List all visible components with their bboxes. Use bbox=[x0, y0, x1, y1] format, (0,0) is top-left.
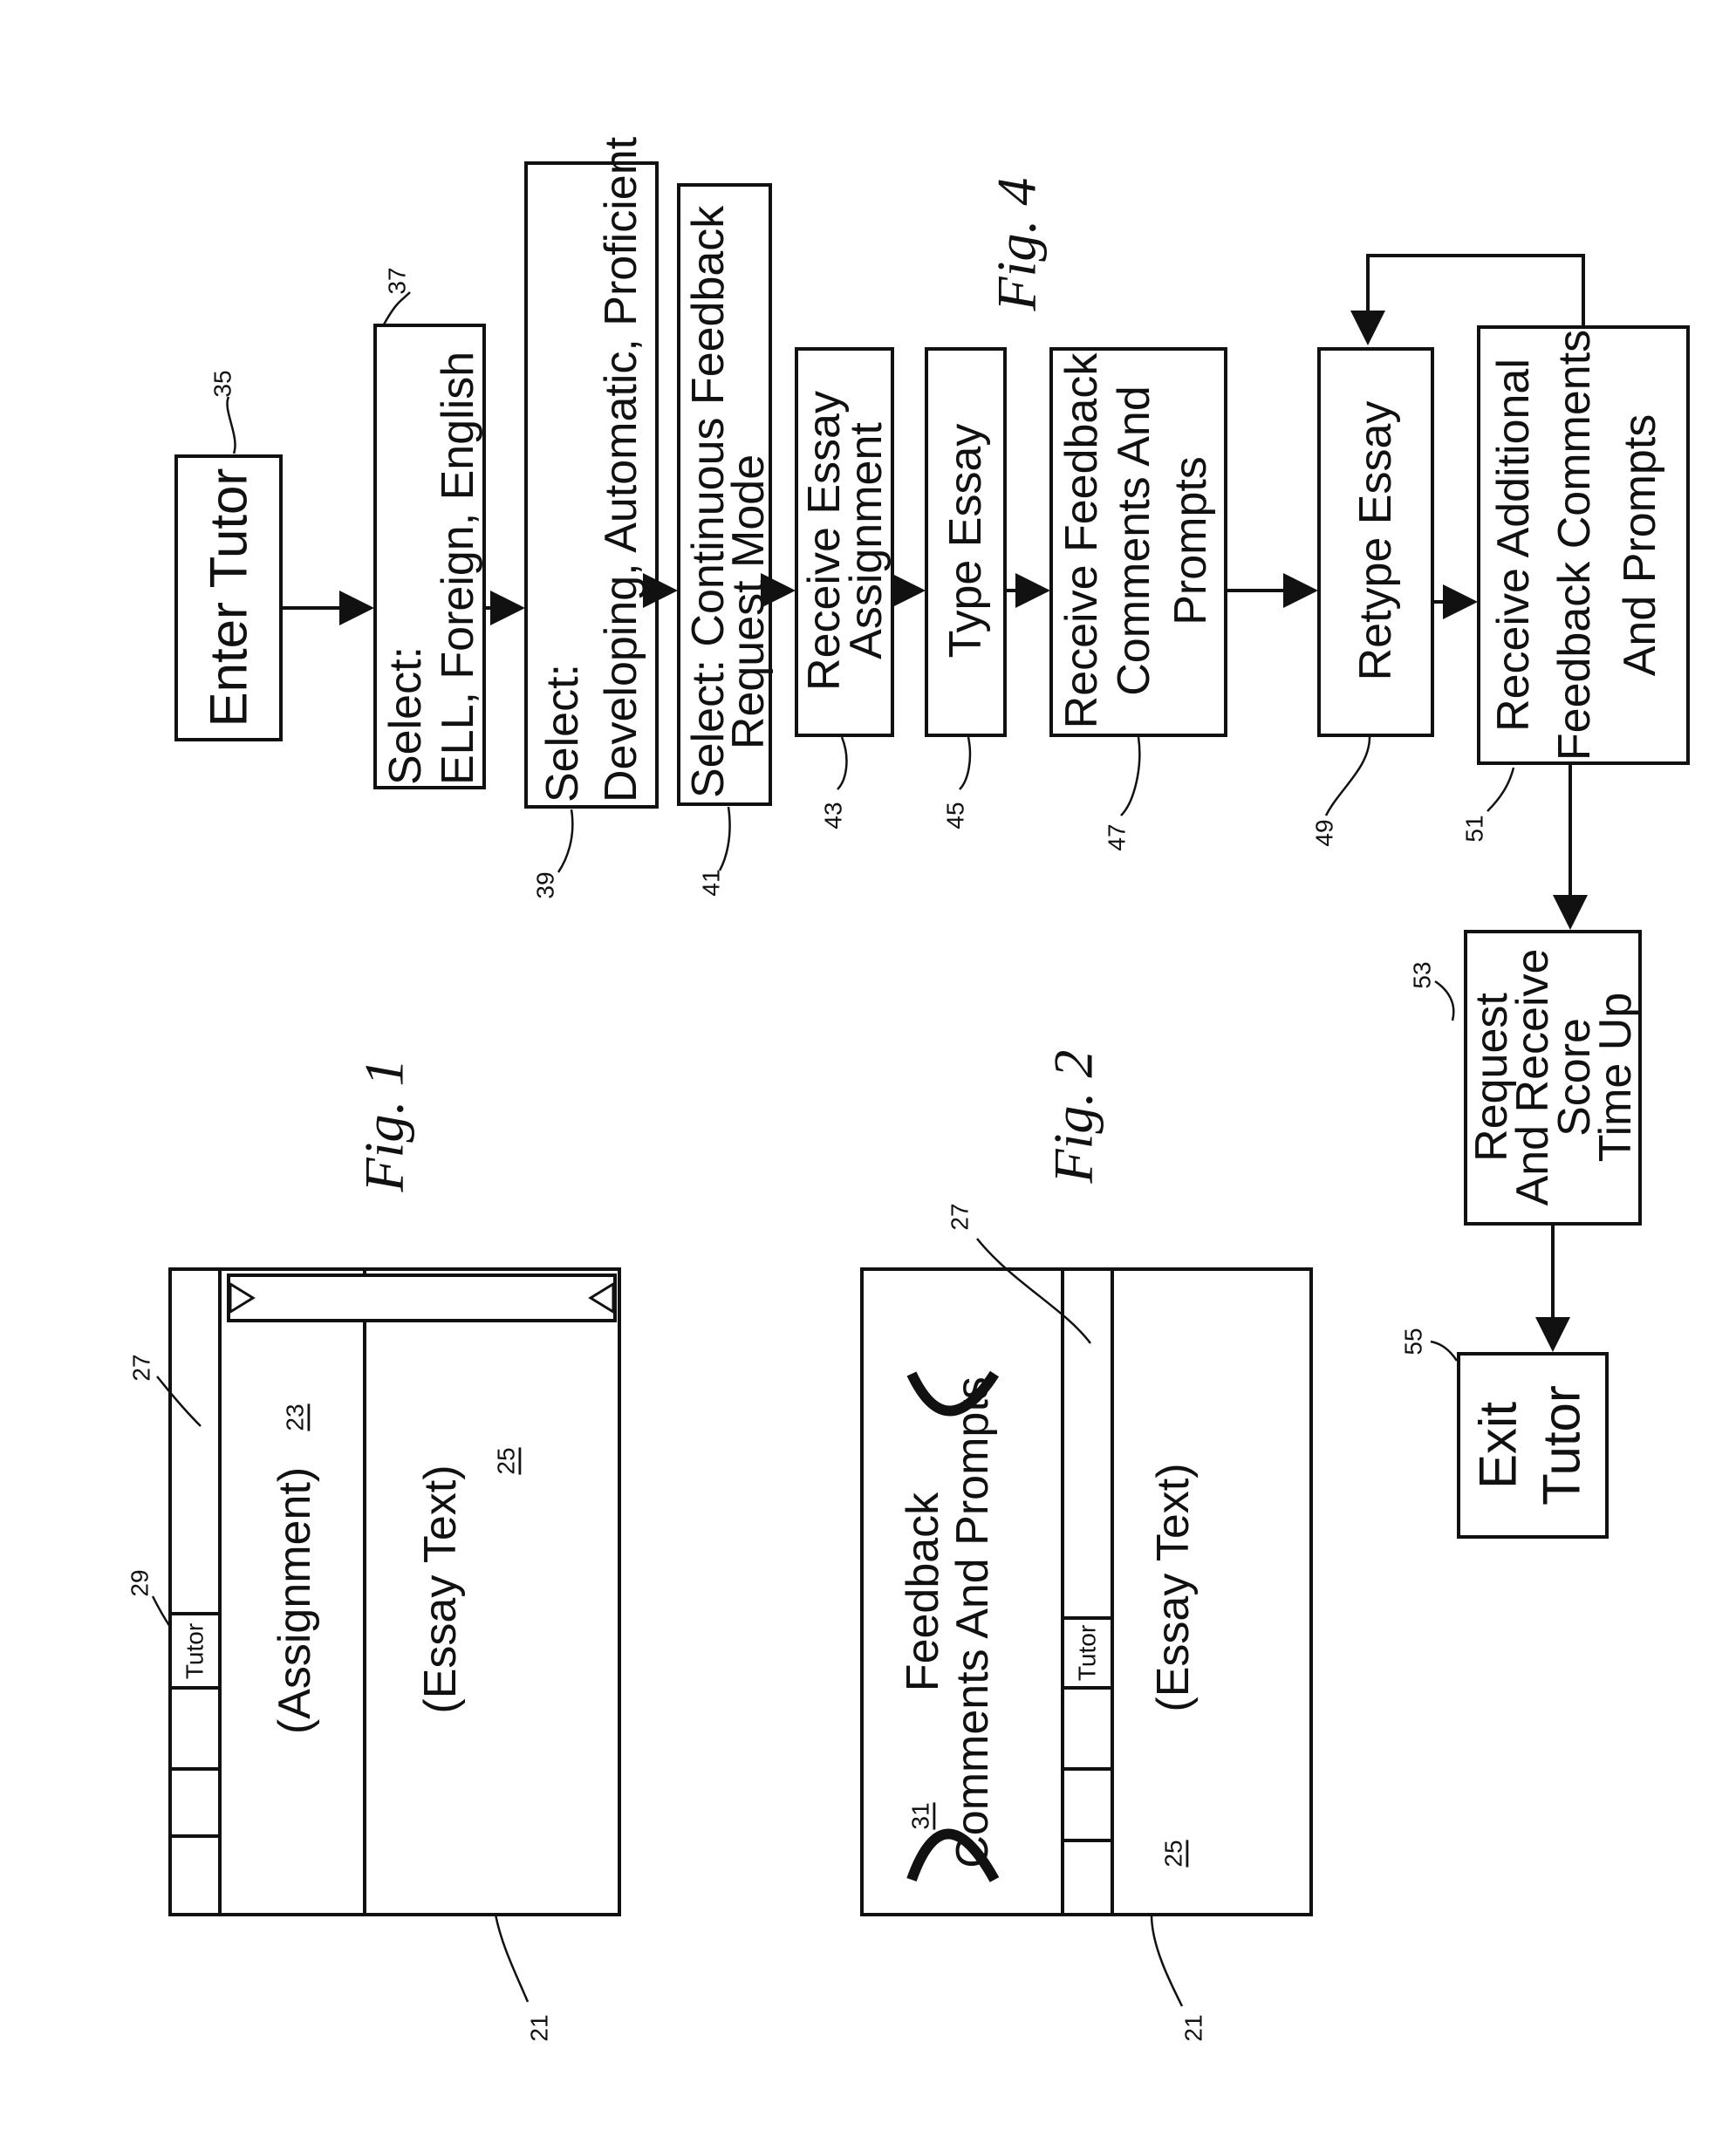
step-request-score-line4: Time Up bbox=[1590, 993, 1641, 1163]
fig1-essay-label: (Essay Text) bbox=[415, 1465, 466, 1713]
step-receive-additional-feedback-line1: Receive Additional bbox=[1488, 358, 1539, 732]
step-enter-tutor-ref: 35 bbox=[209, 370, 236, 397]
step-type-essay: Type Essay 45 bbox=[926, 349, 1005, 830]
step-enter-tutor-label: Enter Tutor bbox=[200, 468, 258, 727]
step-receive-feedback-line3: Prompts bbox=[1165, 456, 1216, 625]
fig2-label: Fig. 2 bbox=[1042, 1050, 1104, 1185]
fig2-window-ref: 21 bbox=[1180, 2014, 1207, 2041]
fig2-essay-ref: 25 bbox=[1160, 1840, 1187, 1867]
fig2-toolbar-ref: 27 bbox=[947, 1203, 974, 1230]
step-select-level: Select: Developing, Automatic, Proficien… bbox=[526, 136, 657, 898]
step-request-score-ref: 53 bbox=[1409, 961, 1436, 988]
fig1-tutor-ref: 29 bbox=[126, 1569, 154, 1596]
fig1-scrollbar bbox=[229, 1275, 615, 1321]
step-exit-tutor-line2: Tutor bbox=[1533, 1385, 1591, 1506]
fig2-feedback-line1: Feedback bbox=[898, 1492, 948, 1691]
step-retype-essay-ref: 49 bbox=[1311, 819, 1338, 846]
step-retype-essay: Retype Essay 49 bbox=[1311, 349, 1433, 847]
step-select-language: Select: ELL, Foreign, English 37 bbox=[375, 267, 484, 788]
step-receive-assignment-line2: Assignment bbox=[841, 422, 892, 659]
fig1-assignment-ref: 23 bbox=[282, 1403, 309, 1431]
step-retype-essay-label: Retype Essay bbox=[1350, 401, 1401, 681]
step-select-language-line1: Select: bbox=[380, 646, 431, 785]
step-receive-additional-feedback-ref: 51 bbox=[1461, 815, 1488, 842]
fig1-tutor-button-label: Tutor bbox=[181, 1623, 208, 1679]
fig2-feedback-line2: Comments And Prompts bbox=[947, 1376, 998, 1868]
step-receive-assignment-ref: 43 bbox=[820, 802, 847, 829]
step-exit-tutor: Exit Tutor 55 bbox=[1400, 1328, 1608, 1537]
step-receive-feedback-line1: Receive Feedback bbox=[1056, 352, 1107, 729]
fig4-label: Fig. 4 bbox=[986, 178, 1048, 312]
fig1-label: Fig. 1 bbox=[353, 1059, 415, 1193]
step-receive-additional-feedback: Receive Additional Feedback Comments And… bbox=[1461, 327, 1689, 843]
fig2-tutor-button-label: Tutor bbox=[1074, 1625, 1101, 1681]
step-type-essay-ref: 45 bbox=[942, 802, 969, 829]
step-select-feedback-mode: Select: Continuous Feedback Request Mode… bbox=[679, 185, 774, 897]
fig2-feedback-ref: 31 bbox=[907, 1802, 934, 1829]
fig1-window-ref: 21 bbox=[526, 2014, 553, 2041]
step-receive-assignment: Receive Essay Assignment 43 bbox=[796, 349, 892, 830]
fig2-essay-label: (Essay Text) bbox=[1148, 1463, 1199, 1711]
figure-1-window: Tutor (Assignment) 23 (Essay Text) 25 29… bbox=[126, 1059, 620, 2042]
step-select-feedback-mode-ref: 41 bbox=[698, 869, 725, 896]
step-select-level-ref: 39 bbox=[532, 871, 559, 898]
step-exit-tutor-ref: 55 bbox=[1400, 1328, 1427, 1355]
step-receive-additional-feedback-line2: Feedback Comments bbox=[1549, 330, 1600, 761]
step-select-level-line1: Select: bbox=[537, 664, 588, 802]
fig1-toolbar-ref: 27 bbox=[128, 1354, 155, 1381]
fig1-essay-ref: 25 bbox=[493, 1447, 520, 1474]
step-receive-feedback-line2: Comments And bbox=[1109, 386, 1159, 696]
fig1-assignment-label: (Assignment) bbox=[270, 1467, 320, 1734]
step-exit-tutor-line1: Exit bbox=[1469, 1402, 1528, 1489]
step-request-score: Request And Receive Score Time Up 53 bbox=[1409, 932, 1642, 1224]
figure-2-window: Tutor 31 Feedback Comments And Prompts (… bbox=[862, 1050, 1311, 2042]
step-receive-feedback: Receive Feedback Comments And Prompts 47 bbox=[1051, 349, 1226, 851]
step-select-language-ref: 37 bbox=[384, 267, 411, 294]
step-receive-additional-feedback-line3: And Prompts bbox=[1615, 414, 1665, 677]
fig1-tutor-button: Tutor bbox=[181, 1623, 208, 1679]
step-receive-feedback-ref: 47 bbox=[1104, 823, 1131, 850]
step-type-essay-label: Type Essay bbox=[940, 424, 991, 659]
fig2-tutor-button: Tutor bbox=[1074, 1625, 1101, 1681]
step-select-feedback-mode-line2: Request Mode bbox=[723, 454, 774, 749]
step-enter-tutor: Enter Tutor 35 bbox=[176, 370, 281, 740]
step-select-level-line2: Developing, Automatic, Proficient bbox=[596, 136, 646, 802]
step-select-language-line2: ELL, Foreign, English bbox=[433, 352, 483, 785]
